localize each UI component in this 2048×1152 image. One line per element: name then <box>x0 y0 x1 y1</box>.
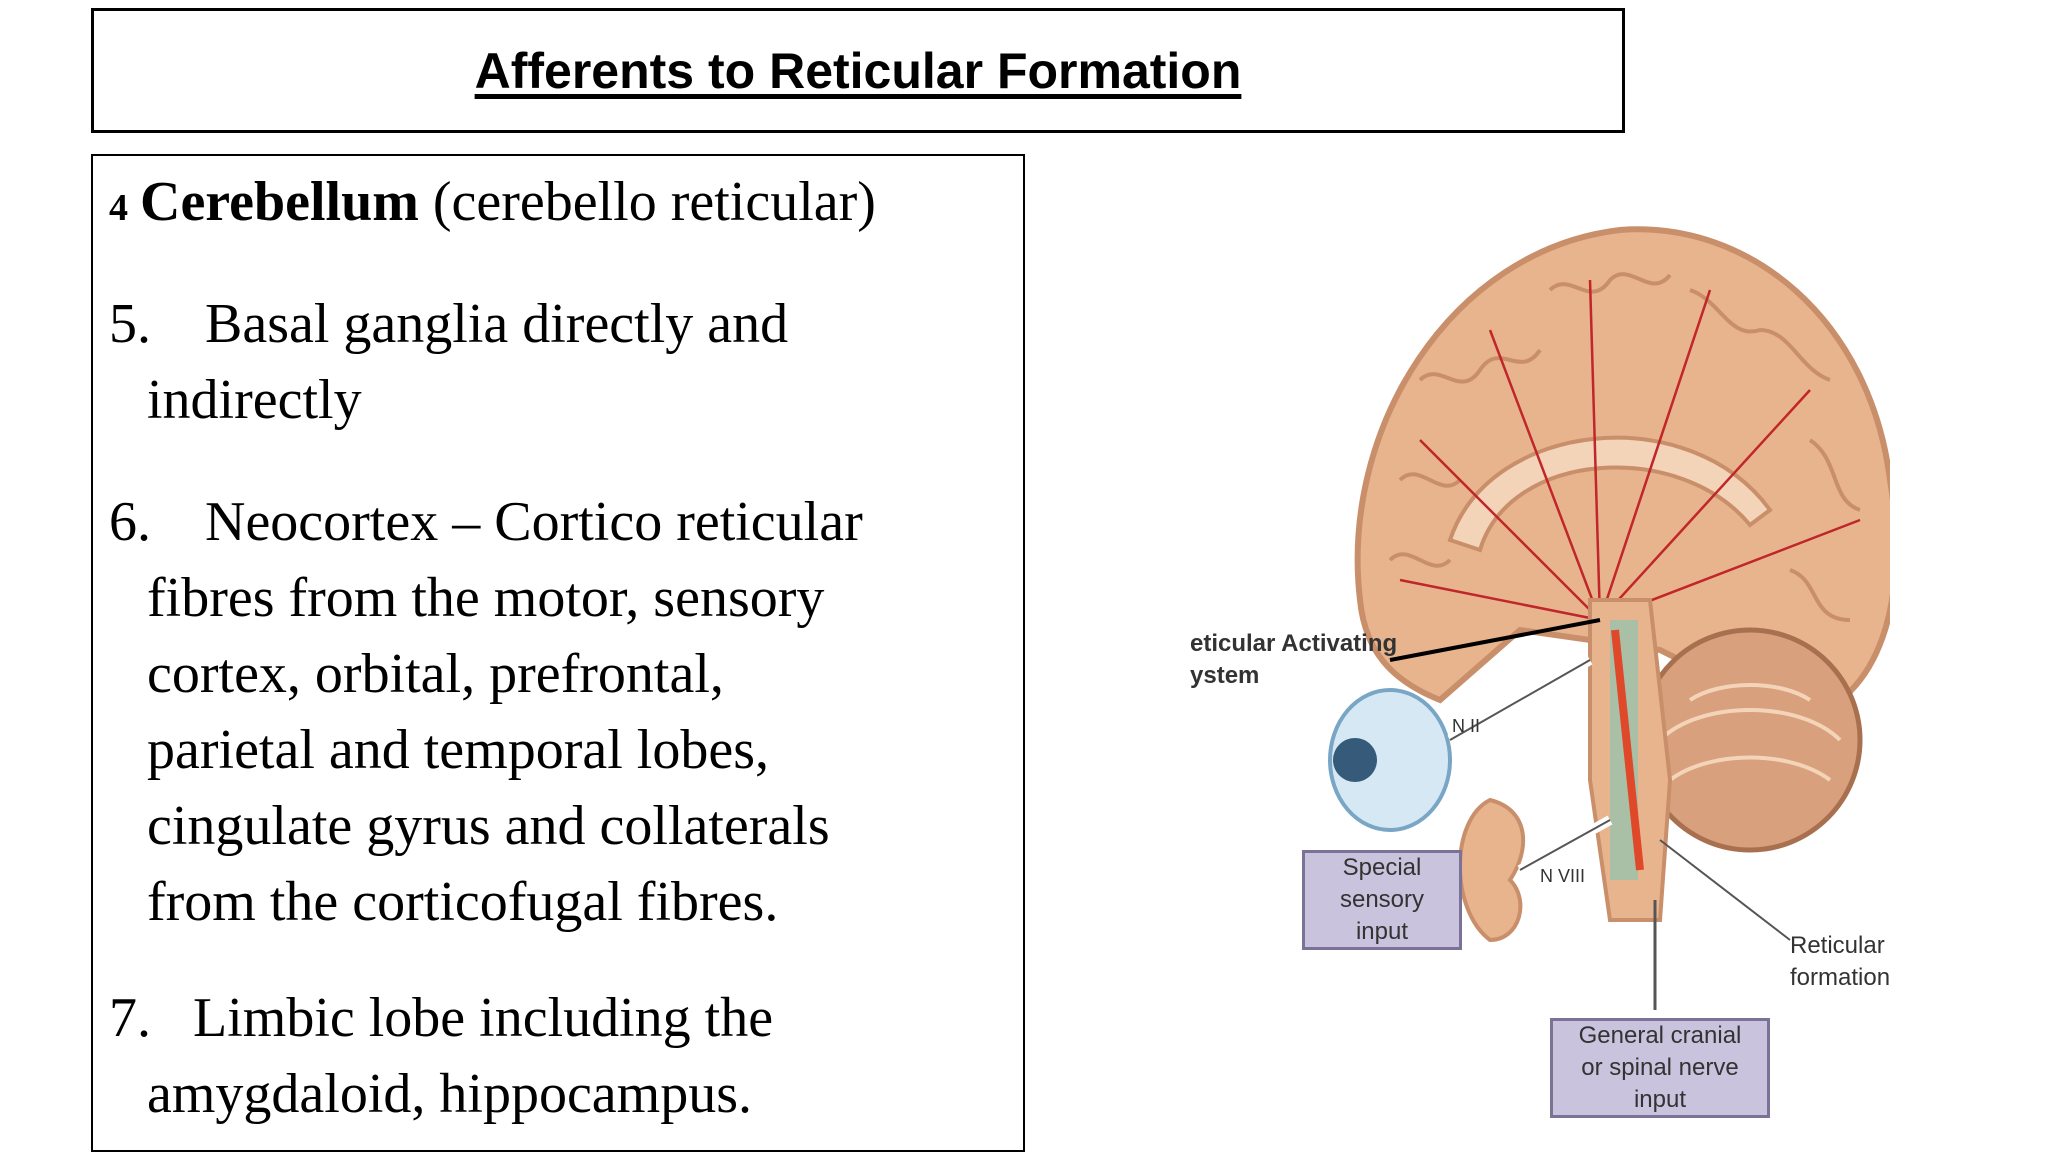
reticular-pathway <box>1611 629 1644 871</box>
list-item: 7. Limbic lobe including the amygdaloid,… <box>109 980 773 1132</box>
item-number: 4 <box>109 187 128 229</box>
general-input-box: General cranial or spinal nerve input <box>1550 1018 1770 1118</box>
ras-label: eticular Activating ystem <box>1190 630 1398 689</box>
item-text: (cerebello reticular) <box>418 171 876 233</box>
n2-label: N II <box>1452 716 1481 736</box>
list-item: 6. Neocortex – Cortico reticular fibres … <box>109 484 863 940</box>
item-number: 7. <box>109 987 151 1049</box>
slide-title: Afferents to Reticular Formation <box>474 42 1242 99</box>
n8-label: N VIII <box>1540 866 1586 886</box>
item-text: Basal ganglia directly and indirectly <box>147 293 789 431</box>
gyri-lines <box>1388 272 1861 622</box>
list-item: 4 Cerebellum (cerebello reticular) <box>109 164 876 246</box>
title-box: Afferents to Reticular Formation <box>91 8 1625 133</box>
afferents-list: 4 Cerebellum (cerebello reticular) 5. Bas… <box>91 154 1025 1152</box>
list-item: 5. Basal ganglia directly and indirectly <box>109 286 788 438</box>
item-bold-text: Cerebellum <box>140 171 419 233</box>
brain-diagram: eticular Activating ystem N II N VIII Sp… <box>1190 180 1899 1140</box>
item-text: Neocortex – Cortico reticular fibres fro… <box>147 491 863 933</box>
item-number: 5. <box>109 293 151 355</box>
item-text: Limbic lobe including the amygdaloid, hi… <box>147 987 774 1125</box>
brain-illustration <box>1328 226 1899 1010</box>
item-number: 6. <box>109 491 151 553</box>
corpus-callosum <box>1447 435 1773 553</box>
ear-icon <box>1458 797 1525 943</box>
special-sensory-box: Special sensory input <box>1302 850 1462 950</box>
cerebellum-shape <box>1637 627 1863 853</box>
reticular-formation-label: Reticular formation <box>1790 932 1891 991</box>
eye-icon <box>1328 688 1452 832</box>
